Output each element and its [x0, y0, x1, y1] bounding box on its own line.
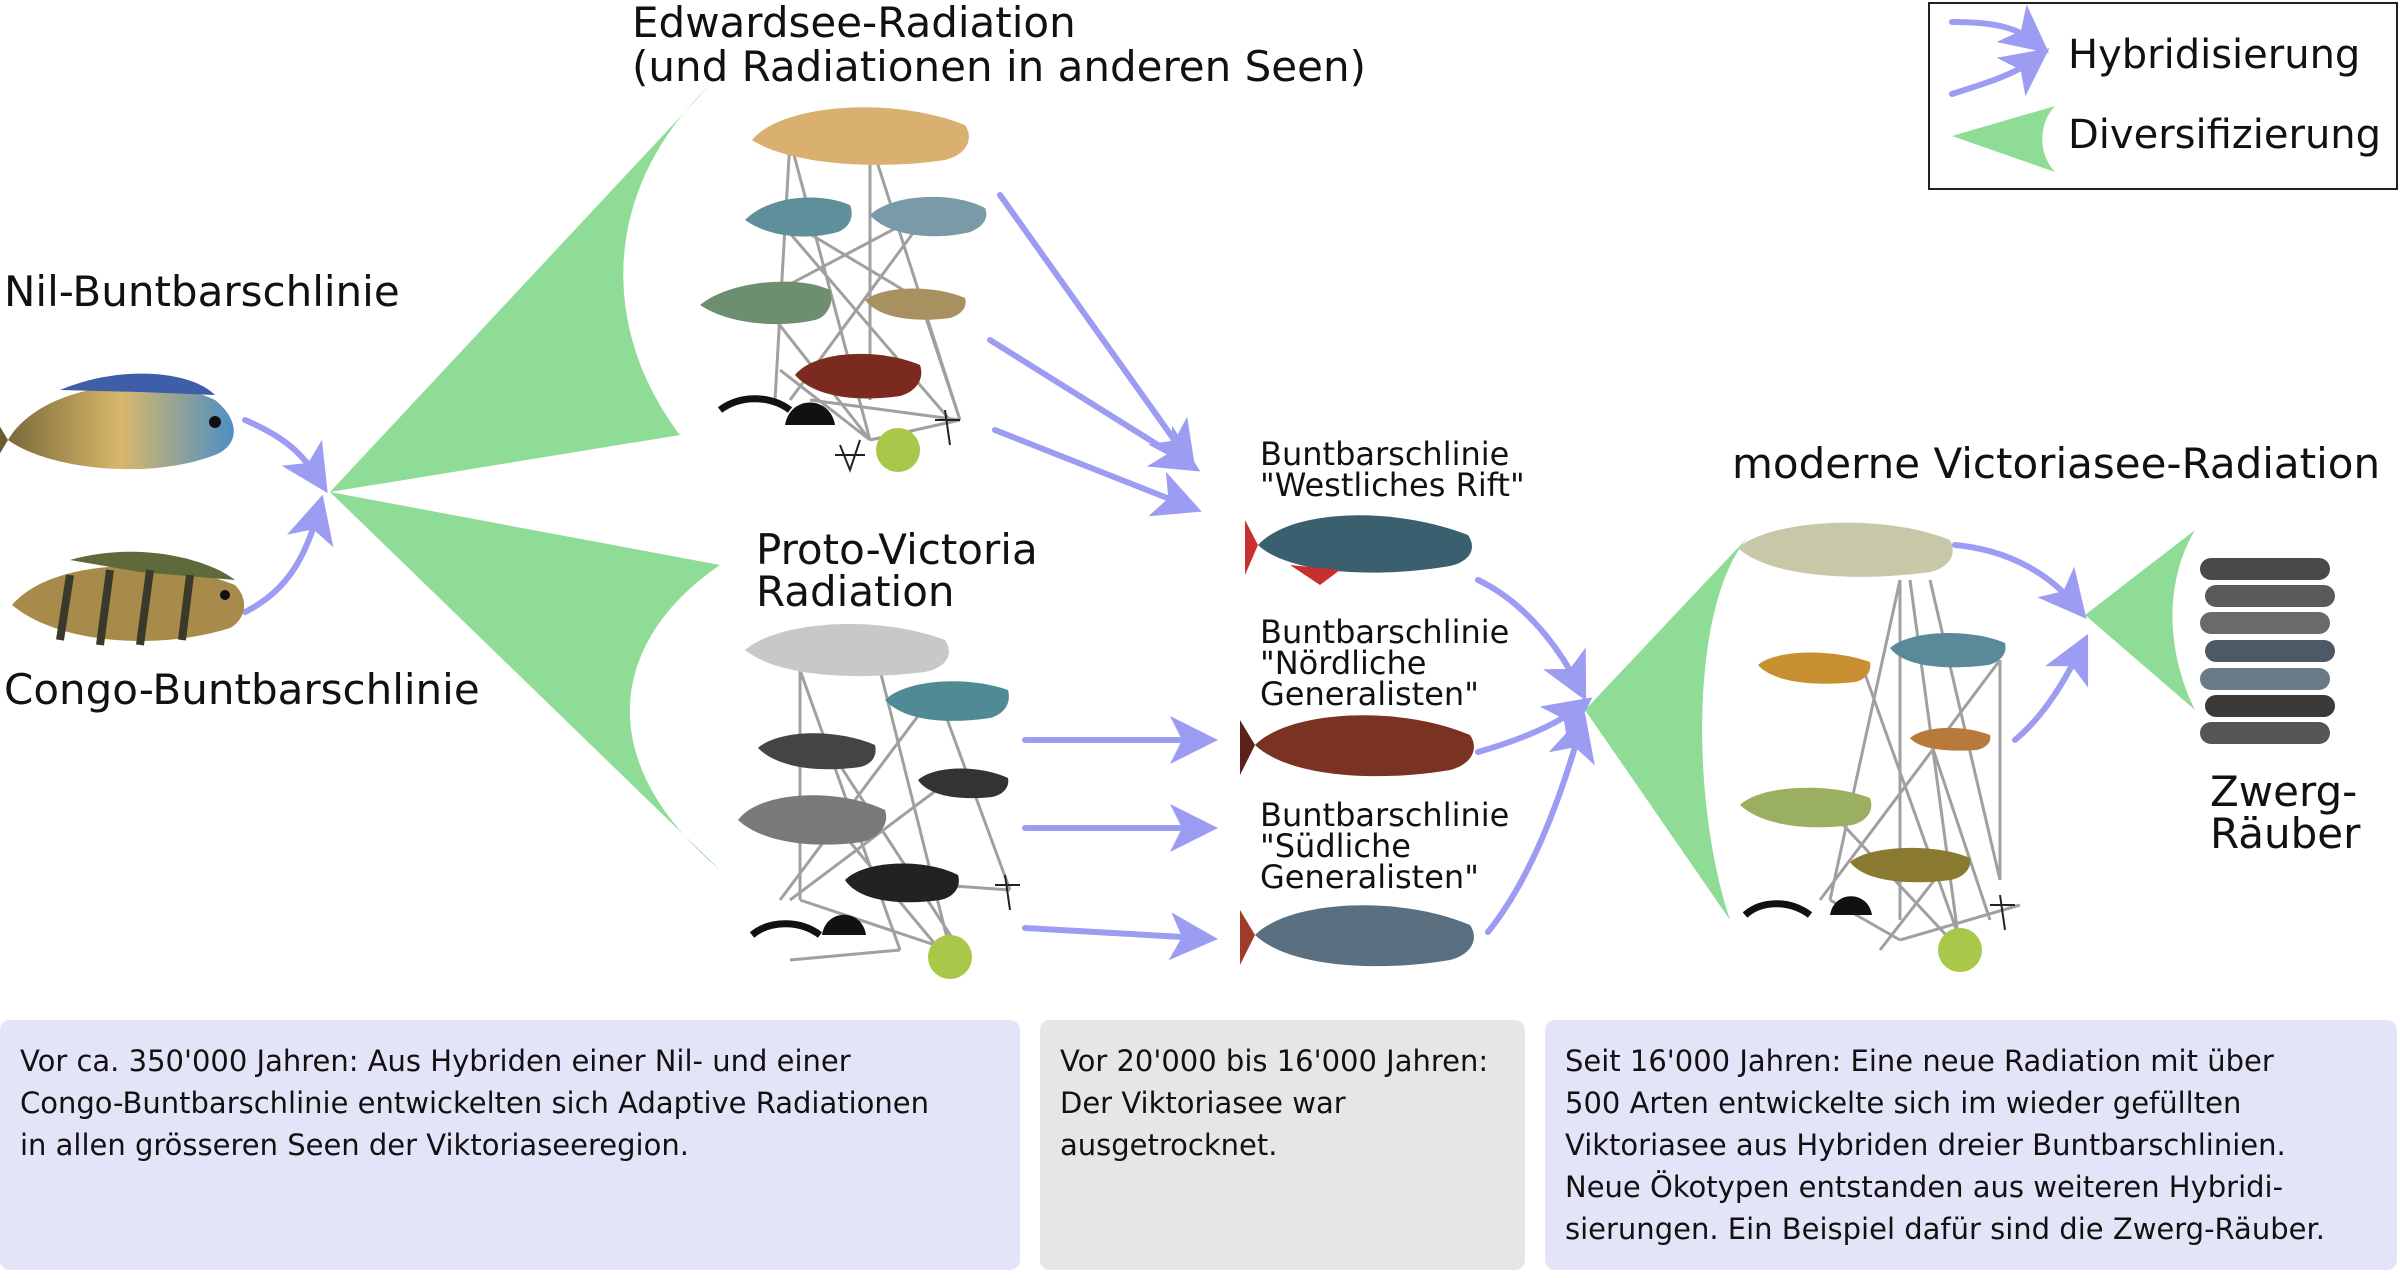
box3-line-2: 500 Arten entwickelte sich im wieder gef… — [1565, 1086, 2242, 1121]
box2-line-1: Vor 20'000 bis 16'000 Jahren: — [1060, 1044, 1489, 1078]
label-south-generalists-1: Buntbarschlinie — [1260, 796, 1510, 834]
legend-symbols — [1949, 4, 2055, 172]
label-dwarf-predators-2: Räuber — [2210, 809, 2361, 858]
box3-line-5: sierungen. Ein Beispiel dafür sind die Z… — [1565, 1212, 2325, 1247]
box2-line-3: ausgetrocknet. — [1060, 1128, 1278, 1163]
label-edward-radiation-2: (und Radiationen in anderen Seen) — [632, 42, 1366, 91]
hybrid-arrow-nile — [242, 417, 328, 494]
fish-south-generalists — [1240, 905, 1474, 967]
hybrid-arrow-edward-1 — [997, 192, 1196, 470]
explanation-box-350k: Vor ca. 350'000 Jahren: Aus Hybriden ein… — [0, 1020, 1020, 1270]
label-north-generalists-3: Generalisten" — [1260, 675, 1479, 713]
label-proto-victoria-2: Radiation — [756, 567, 955, 616]
box1-line-2: Congo-Buntbarschlinie entwickelten sich … — [20, 1086, 930, 1121]
box3-line-4: Neue Ökotypen entstanden aus weiteren Hy… — [1565, 1170, 2284, 1205]
hybrid-arrow-modern-top — [1952, 542, 2087, 619]
fish-congo-lineage — [12, 551, 245, 646]
label-nile-lineage: Nil-Buntbarschlinie — [4, 267, 400, 316]
fish-west-rift — [1245, 515, 1472, 585]
fish-nile-lineage — [0, 373, 234, 470]
label-south-generalists-3: Generalisten" — [1260, 858, 1479, 896]
diversification-wedge-dwarf — [2085, 530, 2195, 710]
explanation-box-dry-period: Vor 20'000 bis 16'000 Jahren: Der Viktor… — [1040, 1020, 1525, 1270]
box3-line-1: Seit 16'000 Jahren: Eine neue Radiation … — [1565, 1044, 2274, 1078]
label-edward-radiation-1: Edwardsee-Radiation — [632, 0, 1076, 47]
label-west-rift-1: Buntbarschlinie — [1260, 435, 1510, 473]
label-dwarf-predators-1: Zwerg- — [2210, 767, 2358, 816]
legend: Hybridisierung Diversifizierung — [1928, 2, 2398, 190]
hybrid-arrow-west — [1475, 577, 1587, 702]
fish-dwarf-predators — [2200, 558, 2335, 744]
label-north-generalists-1: Buntbarschlinie — [1260, 613, 1510, 651]
hybrid-arrow-edward-2 — [987, 337, 1201, 472]
box2-line-2: Der Viktoriasee war — [1060, 1086, 1346, 1121]
legend-hybridization-label: Hybridisierung — [2068, 32, 2361, 78]
diversification-wedge-modern — [1585, 535, 1750, 920]
box1-line-1: Vor ca. 350'000 Jahren: Aus Hybriden ein… — [20, 1044, 851, 1078]
hybrid-arrow-edward-3 — [992, 427, 1202, 517]
legend-diversification-label: Diversifizierung — [2068, 112, 2382, 158]
label-north-generalists-2: "Nördliche — [1260, 644, 1427, 682]
fish-modern-group — [1738, 522, 2015, 972]
box1-line-3: in allen grösseren Seen der Viktoriaseer… — [20, 1128, 689, 1163]
diversification-wedge-proto — [330, 492, 720, 870]
hybrid-arrow-south — [1485, 712, 1595, 935]
hybrid-arrow-north — [1475, 697, 1593, 755]
hybrid-arrow-proto-3 — [1022, 912, 1218, 961]
modern-food-web — [1818, 579, 2021, 952]
explanation-box-16k: Seit 16'000 Jahren: Eine neue Radiation … — [1545, 1020, 2397, 1270]
label-modern-radiation: moderne Victoriasee-Radiation — [1732, 439, 2381, 488]
fish-proto-group — [738, 623, 1020, 979]
label-proto-victoria-1: Proto-Victoria — [756, 525, 1038, 574]
label-south-generalists-2: "Südliche — [1260, 827, 1411, 865]
box3-line-3: Viktoriasee aus Hybriden dreier Buntbars… — [1565, 1128, 2286, 1163]
fish-edward-group — [700, 107, 987, 473]
diversification-wedge-edward — [330, 85, 710, 492]
fish-north-generalists — [1240, 715, 1474, 777]
hybrid-arrow-congo — [242, 494, 334, 615]
label-west-rift-2: "Westliches Rift" — [1260, 466, 1525, 504]
hybrid-arrow-modern-bottom — [2012, 633, 2089, 743]
label-congo-lineage: Congo-Buntbarschlinie — [4, 665, 480, 714]
